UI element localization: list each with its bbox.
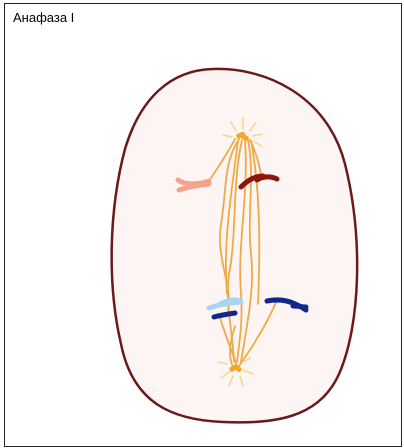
diagram-frame: Анафаза I	[4, 3, 402, 447]
anaphase-diagram	[5, 4, 403, 448]
